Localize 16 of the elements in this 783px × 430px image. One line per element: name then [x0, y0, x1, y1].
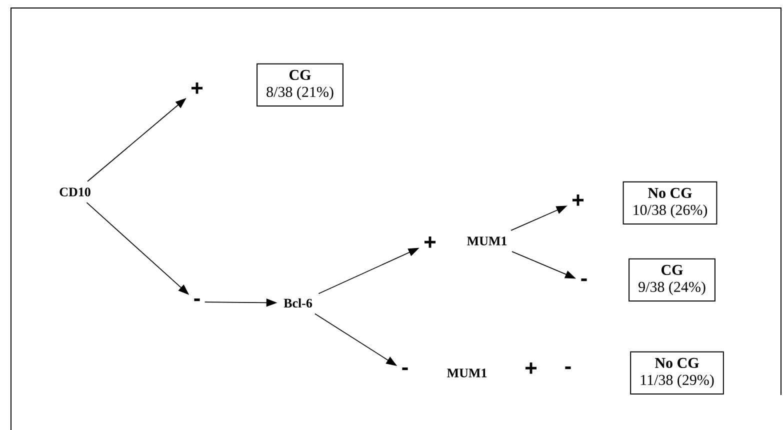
sign-text: +	[572, 194, 584, 206]
marker-label: MUM1	[447, 368, 487, 378]
result-box: CG 9/38 (24%)	[628, 258, 716, 302]
sign-text: +	[192, 82, 203, 94]
result-box: CG 8/38 (21%)	[256, 63, 344, 107]
marker-label: CD10	[60, 188, 90, 196]
sign-text: -	[194, 298, 200, 302]
sign-text: +	[424, 236, 436, 248]
marker-label: MUM1	[467, 236, 507, 246]
sign-text: +	[526, 362, 537, 374]
sign-text: -	[581, 278, 587, 282]
sign-text: -	[402, 367, 408, 370]
marker-label: Bcl-6	[284, 298, 312, 308]
sign-text: -	[565, 366, 571, 370]
result-box: No CG 10/38 (26%)	[622, 181, 718, 225]
result-box: No CG 11/38 (29%)	[630, 351, 724, 395]
